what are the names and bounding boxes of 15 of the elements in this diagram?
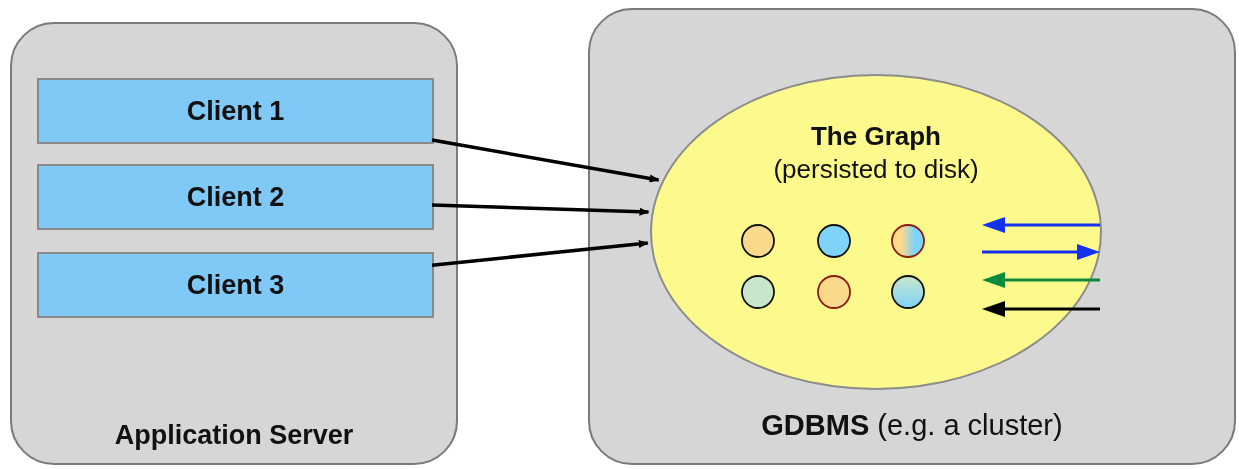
client-label: Client 3: [186, 268, 285, 302]
server-panel: [588, 8, 1236, 465]
arrow: [431, 138, 660, 183]
server-panel: [10, 22, 458, 465]
graph-title: The Graph: [811, 120, 941, 153]
client-box: [37, 78, 434, 144]
panel-label: GDBMS (e.g. a cluster): [760, 407, 1064, 443]
arrow: [431, 239, 649, 267]
client-box: [37, 164, 434, 230]
client-box: [37, 252, 434, 318]
panel-label: Application Server: [113, 418, 355, 452]
graph-subtitle: (persisted to disk): [773, 152, 979, 185]
client-label: Client 2: [186, 180, 285, 214]
arrow: [431, 203, 650, 216]
client-label: Client 1: [186, 94, 285, 128]
